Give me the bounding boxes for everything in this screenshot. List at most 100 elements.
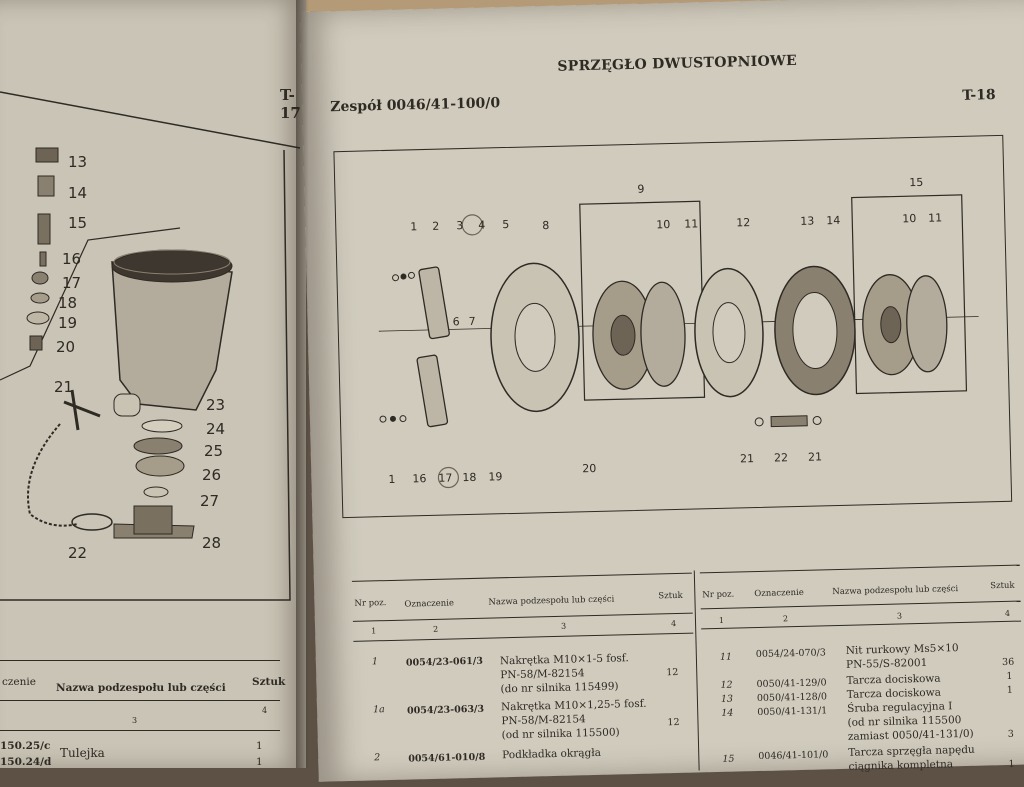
- row-pos: 14: [721, 707, 734, 719]
- col-number: 1: [718, 615, 725, 625]
- row-code: 0050/41-131/1: [757, 705, 828, 719]
- left-callout: 19: [58, 314, 77, 332]
- row-name-line: PN-58/M-82154: [501, 713, 586, 728]
- row-name-line: Nakrętka M10×1,25-5 fosf.: [500, 697, 647, 714]
- diagram-callout: 4: [478, 219, 485, 232]
- row-pos: 1a: [372, 704, 385, 716]
- col-number: 2: [433, 624, 439, 634]
- row-qty: 1: [1006, 670, 1013, 682]
- parts-table-right: Nr poz. Oznaczenie Nazwa podzespołu lub …: [699, 564, 1022, 773]
- left-page-code: T-17: [280, 86, 301, 122]
- row-code: 0054/61-010/8: [408, 751, 486, 765]
- assembly-number: Zespół 0046/41-100/0: [330, 95, 501, 116]
- left-callout: 17: [62, 274, 81, 292]
- left-row-name: Tulejka: [60, 746, 105, 760]
- diagram-callout: 10: [656, 218, 670, 231]
- left-col-number: 4: [262, 706, 268, 715]
- row-code: 0054/23-061/3: [405, 655, 484, 669]
- book-spine-shadow: [296, 0, 312, 768]
- diagram-callout: 15: [909, 176, 923, 189]
- diagram-callout: 14: [826, 214, 840, 227]
- diagram-callout: 10: [902, 212, 916, 225]
- left-table-rule: [0, 660, 280, 661]
- row-qty: 12: [667, 716, 680, 729]
- diagram-callout: 11: [684, 217, 698, 230]
- row-pos: 12: [720, 679, 733, 691]
- left-callout: 16: [62, 250, 81, 268]
- row-code: 0050/41-128/0: [756, 691, 828, 705]
- left-callout: 24: [206, 420, 225, 438]
- left-page: T-17 13 14 15 16 17 18 19 20 21 22: [0, 0, 306, 768]
- col-number: 1: [371, 626, 377, 636]
- left-page-exploded-diagram: 13 14 15 16 17 18 19 20 21 22 23 24 25 2…: [0, 91, 301, 601]
- diagram-callout: 20: [582, 462, 596, 475]
- row-pos: 2: [374, 752, 381, 764]
- diagram-callout: 22: [774, 451, 788, 464]
- left-callout: 15: [68, 214, 87, 232]
- row-qty: 12: [666, 666, 679, 679]
- parts-table-left: Nr poz. Oznaczenie Nazwa podzespołu lub …: [351, 572, 694, 765]
- col-header-code: Oznaczenie: [754, 587, 804, 600]
- row-pos: 15: [722, 753, 735, 765]
- col-header-qty: Sztuk: [658, 590, 683, 602]
- col-number: 4: [670, 618, 677, 629]
- table-rule: [351, 572, 692, 582]
- exploded-diagram-frame: 1 2 3 4 5 6 7 8 9 10 11 12 13 14 15 10 1…: [333, 134, 1013, 519]
- diagram-callout: 18: [462, 471, 476, 484]
- row-name-line: Tarcza dociskowa: [846, 672, 941, 687]
- table-rule: [352, 612, 693, 622]
- diagram-callout: 3: [456, 219, 463, 232]
- left-col-header-partial: czenie: [2, 676, 36, 688]
- col-header-name: Nazwa podzespołu lub części: [488, 594, 615, 608]
- row-code: 0046/41-101/0: [758, 749, 829, 763]
- diagram-callout: 5: [502, 218, 509, 231]
- left-callout: 23: [206, 396, 225, 414]
- row-name-line: zamiast 0050/41-131/0): [847, 727, 974, 743]
- table-divider: [693, 570, 700, 771]
- diagram-callout: 11: [928, 211, 942, 224]
- diagram-callout: 13: [800, 214, 814, 227]
- row-name-line: Tarcza dociskowa: [846, 686, 942, 701]
- left-callout: 21: [54, 378, 73, 396]
- left-callout: 20: [56, 338, 75, 356]
- diagram-callout: 8: [542, 219, 549, 232]
- diagram-callout: 6: [452, 315, 459, 328]
- col-number: 2: [782, 614, 789, 624]
- left-row-qty: 1: [256, 756, 263, 768]
- left-callout: 28: [202, 534, 221, 552]
- row-name-line: PN-58/M-82154: [500, 667, 585, 682]
- left-callout: 13: [68, 153, 87, 171]
- row-pos: 11: [719, 651, 733, 663]
- diagram-callout: 19: [488, 470, 502, 483]
- row-qty: 1: [1008, 758, 1015, 770]
- col-number: 3: [896, 611, 903, 621]
- page-title: SPRZĘGŁO DWUSTOPNIOWE: [557, 52, 798, 75]
- row-pos: 13: [720, 693, 734, 705]
- row-name-line: (od nr silnika 115500): [501, 726, 620, 742]
- diagram-callout: 21: [808, 450, 822, 463]
- col-header-pos: Nr poz.: [702, 589, 735, 601]
- row-code: 0050/41-129/0: [756, 677, 827, 691]
- left-callout: 25: [204, 442, 223, 460]
- row-name-line: Podkładka okrągła: [502, 746, 602, 762]
- row-code: 0054/23-063/3: [406, 703, 485, 717]
- right-page: SPRZĘGŁO DWUSTOPNIOWE Zespół 0046/41-100…: [300, 0, 1024, 782]
- table-rule: [699, 564, 1020, 574]
- col-header-code: Oznaczenie: [404, 598, 455, 610]
- table-rule: [353, 632, 694, 642]
- row-pos: 1: [371, 656, 379, 668]
- diagram-callout: 12: [736, 216, 750, 229]
- row-name-line: (od nr silnika 115500: [847, 714, 962, 729]
- diagram-callout: 1: [388, 473, 395, 486]
- diagram-callout: 17: [438, 471, 452, 484]
- left-col-header-name: Nazwa podzespołu lub części: [56, 682, 226, 694]
- left-callout: 22: [68, 544, 87, 562]
- diagram-callout: 21: [740, 452, 754, 465]
- left-col-header-qty: Sztuk: [252, 676, 286, 688]
- clutch-exploded-diagram: 1 2 3 4 5 6 7 8 9 10 11 12 13 14 15 10 1…: [378, 176, 979, 489]
- diagram-callout: 9: [637, 183, 644, 196]
- table-rule: [700, 600, 1021, 610]
- left-row-code: 150.25/c: [0, 740, 51, 752]
- diagram-callout: 1: [410, 220, 417, 233]
- left-table-rule: [0, 730, 280, 731]
